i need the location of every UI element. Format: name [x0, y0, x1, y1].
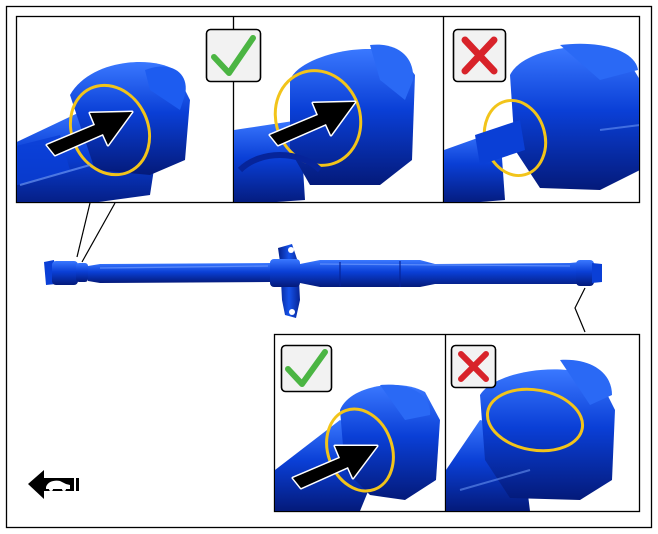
propeller-shaft [44, 244, 602, 318]
cross-icon [450, 344, 497, 389]
panel-front-correct [234, 44, 415, 202]
panel-rear-correct [275, 384, 440, 511]
panel-rear-incorrect [446, 359, 615, 511]
panel-front-joint-arrow [17, 62, 190, 202]
seal-ring [485, 387, 585, 453]
callout-line-rear [574, 287, 586, 333]
callout-line-front [76, 202, 91, 258]
checkmark-icon [205, 28, 262, 83]
top-detail-panels [15, 15, 641, 204]
cross-icon [452, 28, 507, 83]
checkmark-icon [280, 344, 333, 393]
insert-arrow-icon [291, 444, 379, 490]
insert-arrow-icon [45, 110, 134, 157]
vehicle-front-direction-icon [28, 470, 79, 499]
insert-arrow-icon [268, 100, 357, 147]
callout-line-front-2 [81, 202, 116, 263]
panel-front-incorrect [444, 43, 639, 202]
bottom-detail-panels [273, 333, 641, 513]
